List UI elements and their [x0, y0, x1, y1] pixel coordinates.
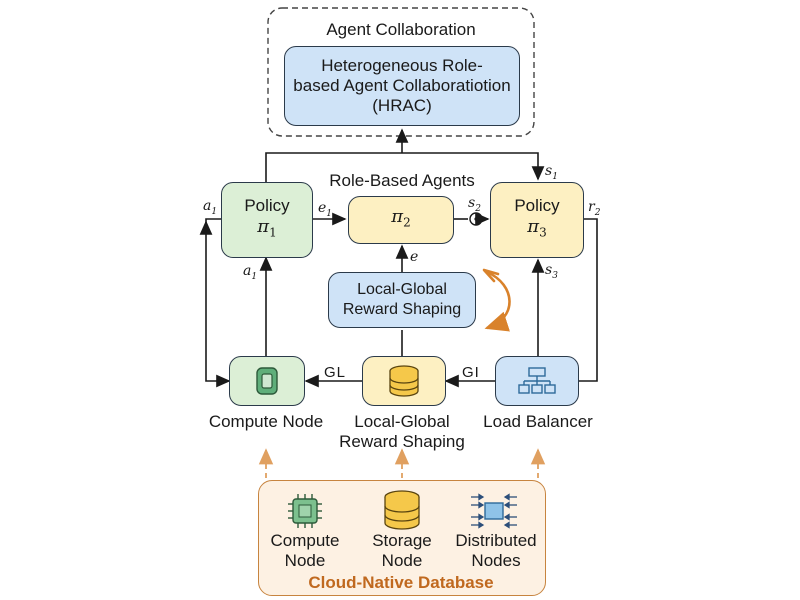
db-distributed-line-1: Distributed	[455, 531, 537, 550]
agent-collaboration-title: Agent Collaboration	[326, 20, 476, 39]
chip-icon	[288, 494, 322, 528]
right-loop-line	[579, 218, 598, 382]
a1-mid-label: a1	[243, 263, 258, 282]
policy-pi3-title: Policy	[514, 196, 560, 216]
storage-box	[362, 356, 446, 406]
hrac-line-1: Heterogeneous Role-	[321, 56, 483, 75]
role-based-agents-title: Role-Based Agents	[329, 171, 475, 190]
reward-shaping-line-1: Local-Global	[357, 281, 447, 298]
network-icon	[471, 493, 517, 529]
s3-label: s3	[545, 262, 558, 281]
policy-pi3-box: Policy π3	[490, 182, 584, 258]
policy-pi1-symbol: π1	[257, 216, 277, 240]
e1-label: e1	[318, 200, 333, 219]
gl-label: GL	[324, 364, 347, 381]
policy-pi3-symbol: π3	[527, 216, 547, 240]
db-storage-line-1: Storage	[372, 531, 432, 550]
left-loop-line	[205, 218, 231, 388]
database-icon	[389, 365, 419, 397]
hrac-box: Heterogeneous Role- based Agent Collabor…	[284, 46, 520, 126]
reward-shaping-line-2: Reward Shaping	[342, 301, 462, 318]
gi-label: GI	[462, 364, 480, 381]
load-balancer-label: Load Balancer	[483, 412, 593, 431]
storage-label-line-2: Reward Shaping	[339, 432, 465, 451]
db-compute-line-2: Node	[284, 551, 326, 570]
cloud-native-database-box: Compute Node Storage Node Distributed No…	[258, 480, 546, 596]
s1-label: s1	[545, 163, 558, 182]
e-label: e	[410, 249, 419, 265]
compute-node-box	[229, 356, 305, 406]
hrac-line-3: (HRAC)	[372, 96, 432, 115]
pi2-symbol: π2	[391, 206, 411, 230]
db-distributed-line-2: Nodes	[471, 551, 521, 570]
db-storage-line-2: Node	[381, 551, 423, 570]
database-icon	[384, 490, 420, 530]
s2-label: s2	[468, 195, 481, 214]
load-balancer-box	[495, 356, 579, 406]
storage-label-line-1: Local-Global	[354, 412, 450, 431]
policy-pi1-title: Policy	[244, 196, 290, 216]
a1-left-label: a1	[203, 198, 218, 217]
hrac-line-2: based Agent Collaboratiotion	[293, 76, 511, 95]
compute-node-label: Compute Node	[208, 412, 324, 431]
reward-shaping-box: Local-Global Reward Shaping	[328, 272, 476, 328]
network-tree-icon	[518, 367, 556, 394]
database-title: Cloud-Native Database	[308, 573, 494, 592]
policy-pi1-box: Policy π1	[221, 182, 313, 258]
pi2-box: π2	[348, 196, 454, 244]
chip-icon	[256, 367, 278, 395]
cycle-arc-icon	[484, 270, 511, 332]
r2-label: r2	[588, 199, 601, 218]
db-compute-line-1: Compute	[270, 531, 340, 550]
